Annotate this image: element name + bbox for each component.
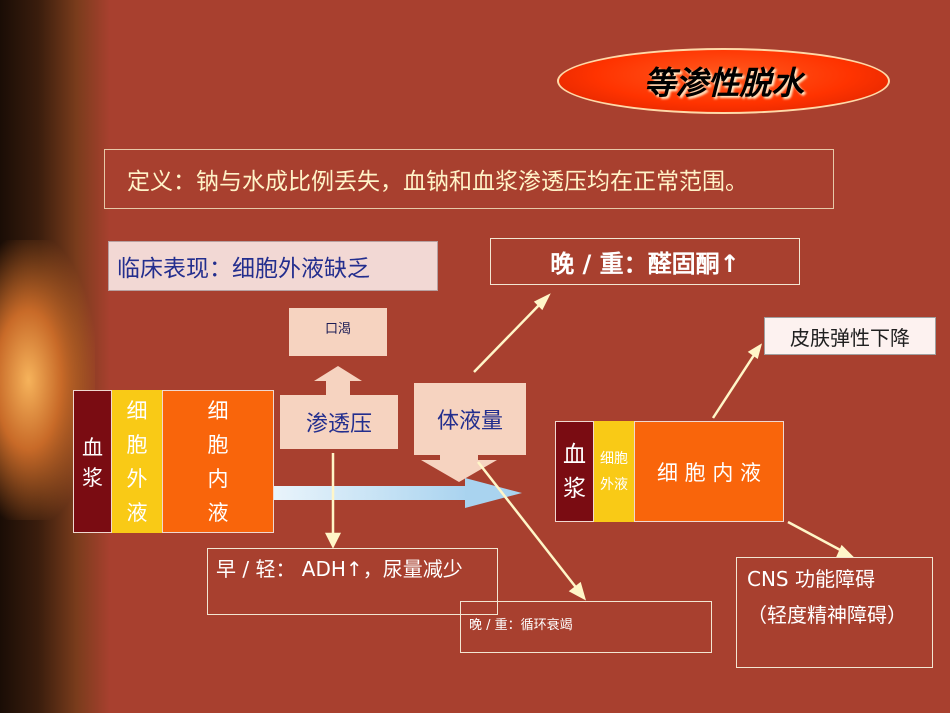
right-ecf-line: 外液	[600, 476, 628, 493]
cns-line1: CNS 功能障碍	[747, 567, 875, 591]
right-icf: 细 胞 内 液	[634, 421, 784, 522]
thirst-text: 口渴	[324, 322, 351, 337]
volume-box: 体液量	[414, 383, 526, 455]
osmotic-up-arrow	[314, 366, 362, 397]
page-title: 等渗性脱水	[643, 64, 804, 102]
left-ecf-char: 胞	[126, 432, 148, 457]
left-icf-char: 内	[207, 466, 229, 491]
left-ecf-char: 外	[126, 466, 148, 491]
left-icf-char: 胞	[207, 432, 229, 457]
right-ecf-line: 细胞	[600, 450, 628, 467]
left-icf-char: 细	[207, 398, 229, 423]
osmotic-text: 渗透压	[305, 412, 372, 437]
early-text: 早 / 轻： ADH↑，尿量减少	[216, 557, 463, 581]
definition-text: 定义：钠与水成比例丢失，血钠和血浆渗透压均在正常范围。	[127, 169, 748, 195]
left-icf-char: 液	[207, 500, 229, 525]
late-circulation-text: 晚 / 重：循环衰竭	[469, 618, 573, 633]
thin-arrows	[324, 293, 856, 601]
left-icf: 细 胞 内 液	[162, 390, 274, 533]
volume-text: 体液量	[436, 409, 503, 434]
cns-line2: （轻度精神障碍）	[747, 603, 907, 627]
clinical-box: 临床表现：细胞外液缺乏	[108, 241, 438, 291]
cns-box: CNS 功能障碍 （轻度精神障碍）	[736, 557, 933, 668]
definition-box: 定义：钠与水成比例丢失，血钠和血浆渗透压均在正常范围。	[104, 149, 834, 209]
right-ecf: 细胞 外液	[594, 421, 634, 522]
left-ecf-char: 液	[126, 500, 148, 525]
thirst-box: 口渴	[289, 308, 387, 356]
left-plasma: 血 浆	[73, 390, 112, 533]
right-icf-text: 细 胞 内 液	[656, 460, 762, 485]
clinical-text: 临床表现：细胞外液缺乏	[117, 256, 370, 282]
late-circulation-box: 晚 / 重：循环衰竭	[460, 601, 712, 653]
early-box: 早 / 轻： ADH↑，尿量减少	[207, 548, 498, 615]
late-hormone-box: 晚 / 重：醛固酮↑	[490, 238, 800, 285]
right-plasma: 血 浆	[555, 421, 594, 522]
osmotic-box: 渗透压	[280, 395, 398, 449]
skin-box: 皮肤弹性下降	[764, 317, 936, 355]
left-ecf: 细 胞 外 液	[112, 390, 162, 533]
right-plasma-char: 浆	[563, 475, 586, 502]
right-plasma-char: 血	[563, 441, 586, 468]
left-plasma-char: 血	[82, 435, 103, 460]
title-oval: 等渗性脱水	[557, 48, 890, 114]
skin-text: 皮肤弹性下降	[790, 325, 910, 350]
flow-arrow	[274, 478, 522, 508]
volume-down-arrow	[421, 455, 497, 482]
left-ecf-char: 细	[126, 398, 148, 423]
late-hormone-text: 晚 / 重：醛固酮↑	[550, 250, 740, 278]
left-plasma-char: 浆	[82, 465, 103, 490]
